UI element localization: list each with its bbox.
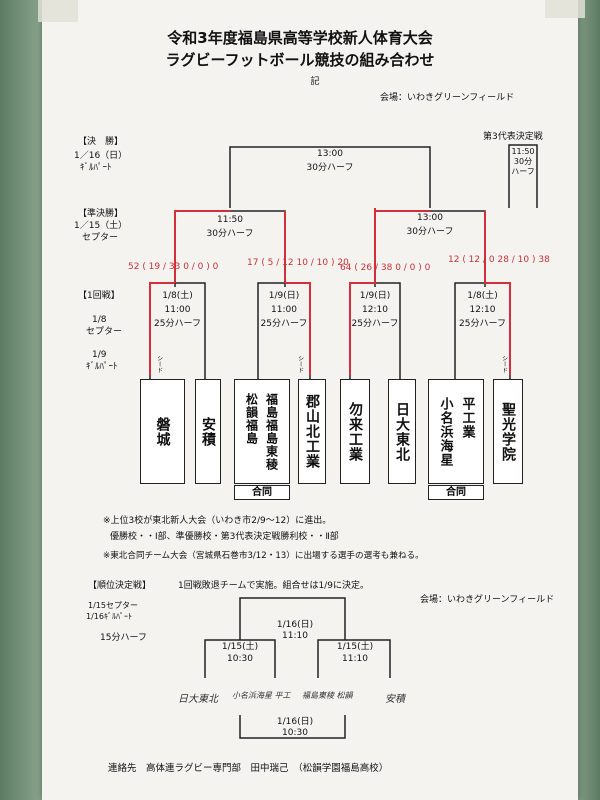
third-rep-label: 第3代表決定戦: [483, 132, 543, 142]
semi1-time: 11:50: [217, 215, 243, 225]
final-time: 13:00: [317, 149, 343, 159]
r1m3-time: 12:10: [362, 305, 388, 315]
r1m4-half: 25分ハーフ: [459, 319, 506, 329]
team-name: 小名浜海星: [437, 396, 453, 467]
semi-place: セプター: [82, 233, 119, 243]
score-m4: 12 ( 12 / 0 28 / 10 ) 38: [448, 255, 550, 265]
team-asaka: 安積: [195, 379, 221, 484]
note-3: ※東北合同チーム大会（宮城県石巻市3/12・13）に出場する選手の選考も兼ねる。: [103, 551, 424, 561]
team-name: 聖光学院: [500, 401, 516, 462]
team-name: 平工業: [459, 396, 475, 439]
page-subtitle: ラグビーフットボール競技の組み合わせ: [165, 51, 435, 69]
team-seiko: 聖光学院: [493, 379, 523, 484]
rk-hw-4: 安積: [385, 694, 405, 705]
r1-date1: 1/8: [92, 315, 107, 325]
semi1-half: 30分ハーフ: [206, 229, 254, 239]
r1m1-date: 1/8(土): [162, 291, 193, 301]
note-2: 優勝校・・Ⅰ部、準優勝校・第3代表決定戦勝利校・・Ⅱ部: [110, 532, 339, 542]
team-iwaki: 磐城: [140, 379, 185, 484]
godo-badge: 合同: [428, 485, 484, 500]
tape-top-right: [545, 0, 585, 18]
r1m4-time: 12:10: [469, 305, 496, 315]
team-name: 日大東北: [394, 401, 410, 462]
r1m1-half: 25分ハーフ: [154, 319, 201, 329]
r1m3-date: 1/9(日): [359, 291, 391, 301]
third-rep-half: 30分: [513, 157, 533, 166]
seed-label-center: シード: [296, 355, 304, 373]
score-m3: 64 ( 26 / 38 0 / 0 ) 0: [340, 263, 431, 273]
r1m2-time: 11:00: [271, 305, 297, 315]
semi2-half: 30分ハーフ: [406, 227, 454, 237]
r1-label: 【1回戦】: [78, 291, 120, 301]
third-rep-time: 11:50: [511, 147, 535, 156]
contact-info: 連絡先 高体連ラグビー専門部 田中瑞己 （松韻学園福島高校）: [108, 763, 389, 774]
seed-label-right: シード: [500, 355, 508, 373]
score-m2: 17 ( 5 / 12 10 / 10 ) 20: [247, 258, 349, 268]
final-date: 1／16（日）: [74, 151, 128, 161]
ranking-label: 【順位決定戦】: [88, 581, 152, 591]
r1m3-half: 25分ハーフ: [351, 319, 399, 329]
team-name: 松韻福島: [244, 392, 259, 445]
third-rep-half2: ハーフ: [511, 167, 535, 176]
final-half: 30分ハーフ: [306, 163, 354, 173]
r1m2-half: 25分ハーフ: [260, 319, 308, 329]
r1m1-time: 11:00: [164, 305, 191, 315]
ranking-desc: 1回戦敗退チームで実施。組合せは1/9に決定。: [178, 581, 369, 591]
rk-hw-1: 日大東北: [178, 694, 218, 705]
ranking-half: 15分ハーフ: [100, 633, 147, 643]
team-name: 郡山北工業: [304, 394, 320, 469]
r1-date2: 1/9: [92, 350, 107, 360]
score-m1: 52 ( 19 / 33 0 / 0 ) 0: [128, 262, 219, 272]
rk-top-time: 11:10: [282, 631, 308, 641]
team-koriyama: 郡山北工業: [298, 379, 326, 484]
ranking-dates-a: 1/15セプター: [88, 601, 138, 610]
ranking-dates-b: 1/16ｷﾞﾙﾊﾟｰﾄ: [86, 612, 132, 621]
r1-place2: ｷﾞﾙﾊﾟｰﾄ: [86, 362, 118, 372]
tape-top-left: [38, 0, 78, 22]
rk-hw-3: 福島東稜 松韻: [302, 691, 353, 700]
team-nichidai-tohoku: 日大東北: [388, 379, 416, 484]
rk-bottom-time: 10:30: [282, 728, 308, 738]
final-label: 【決 勝】: [78, 137, 124, 147]
r1m4-date: 1/8(土): [467, 291, 498, 301]
semi2-time: 13:00: [417, 213, 443, 223]
rk-right-date: 1/15(土): [336, 642, 374, 652]
rk-right-time: 11:10: [342, 654, 368, 664]
team-taira-godo: 平工業 小名浜海星: [428, 379, 484, 484]
ranking-venue: 会場：いわきグリーンフィールド: [420, 595, 555, 605]
page-title: 令和3年度福島県高等学校新人体育大会: [167, 29, 433, 47]
semi-label: 【準決勝】: [78, 209, 124, 219]
seed-label-left: シード: [155, 355, 163, 373]
ki-label: 記: [310, 77, 320, 87]
rk-bottom-date: 1/16(日): [276, 717, 314, 727]
r1m2-date: 1/9(日): [268, 291, 300, 301]
godo-badge: 合同: [234, 485, 290, 500]
rk-left-time: 10:30: [227, 654, 253, 664]
team-name: 磐城: [154, 416, 171, 447]
rk-left-date: 1/15(土): [221, 642, 259, 652]
semi-date: 1／15（土）: [74, 221, 128, 231]
team-name: 安積: [200, 416, 216, 447]
team-nakoso: 勿来工業: [340, 379, 370, 484]
team-name: 勿来工業: [347, 401, 363, 462]
r1-place1: セプター: [86, 327, 123, 337]
note-1: ※上位3校が東北新人大会（いわき市2/9～12）に進出。: [103, 516, 332, 526]
venue-text: 会場：いわきグリーンフィールド: [380, 93, 515, 103]
team-fukushima-godo: 福島福島東稜 松韻福島: [234, 379, 290, 484]
team-name: 福島福島東稜: [264, 392, 279, 471]
rk-top-date: 1/16(日): [276, 620, 314, 630]
final-place: ｷﾞﾙﾊﾟｰﾄ: [80, 163, 112, 173]
rk-hw-2: 小名浜海星 平工: [232, 691, 291, 700]
